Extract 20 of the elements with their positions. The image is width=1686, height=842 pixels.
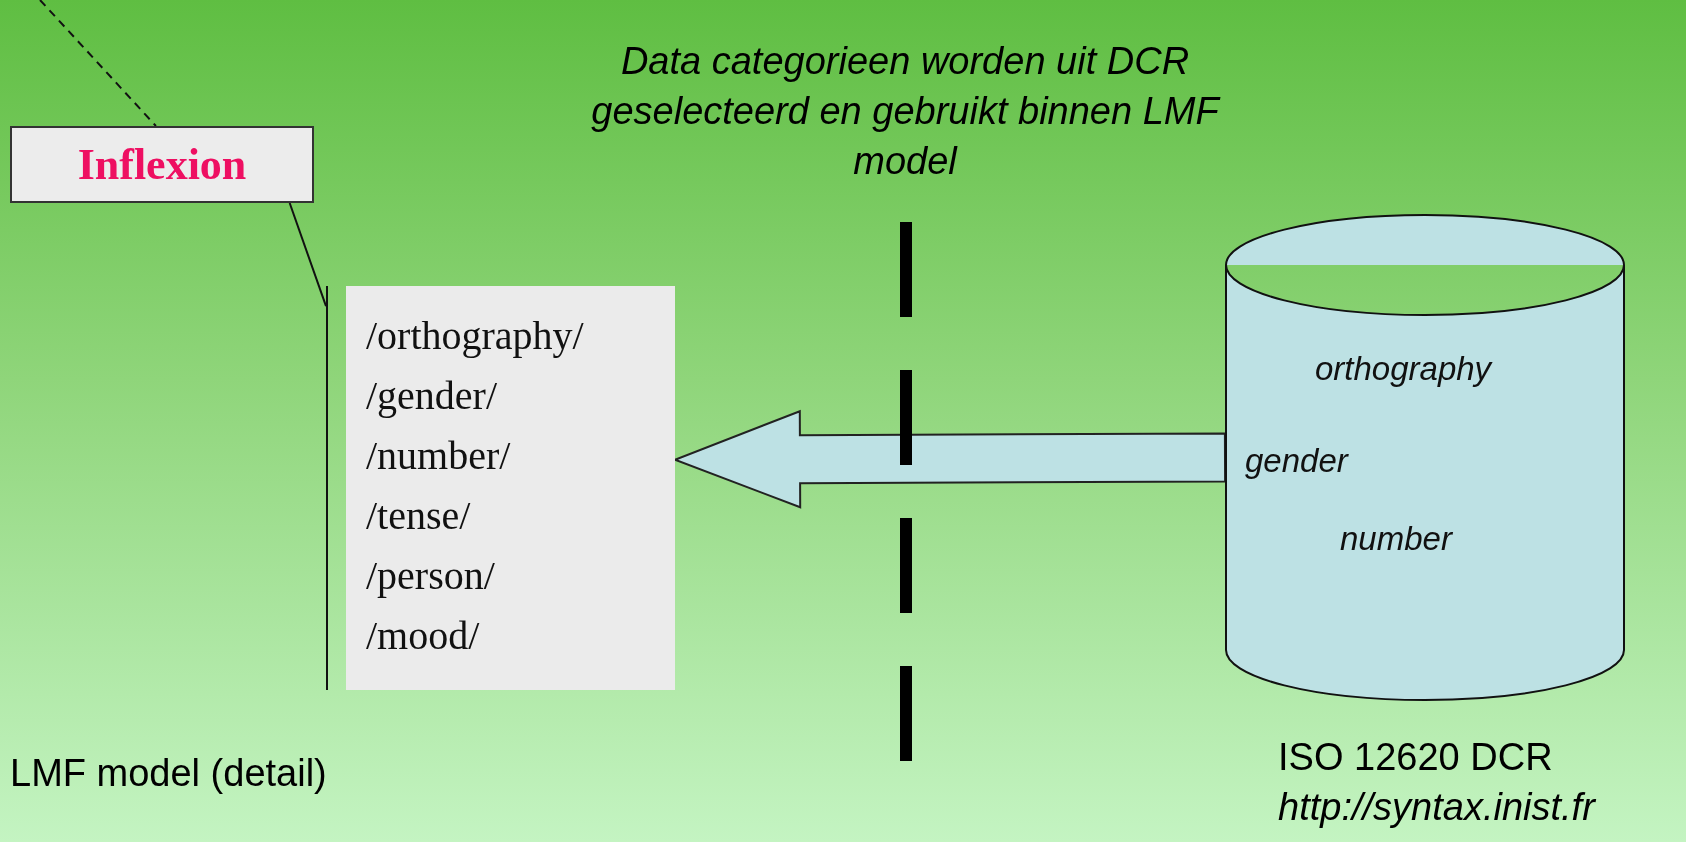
list-item: /gender/ [366,372,498,420]
source-url: http://syntax.inist.fr [1278,786,1595,829]
database-item: gender [1245,442,1348,480]
list-item: /number/ [366,432,511,480]
note-text: Data categorieen worden uit DCR geselecteerd en gebruikt binnen LMF model [590,39,1222,184]
list-item: /tense/ [366,492,471,540]
box-title: Inflexion [77,139,247,190]
list-item: /orthography/ [366,312,584,360]
database-item: orthography [1315,350,1492,388]
database-cylinder [1225,215,1625,700]
database-caption: ISO 12620 DCR [1278,736,1553,779]
connector-line [288,202,327,308]
leader-line [39,0,157,127]
inflexion-box [10,126,314,203]
list-panel [326,286,675,690]
block-arrow [672,409,1227,509]
list-item: /mood/ [366,612,480,660]
database-item: number [1340,520,1452,558]
list-item: /person/ [366,552,495,600]
model-caption: LMF model (detail) [10,752,328,795]
